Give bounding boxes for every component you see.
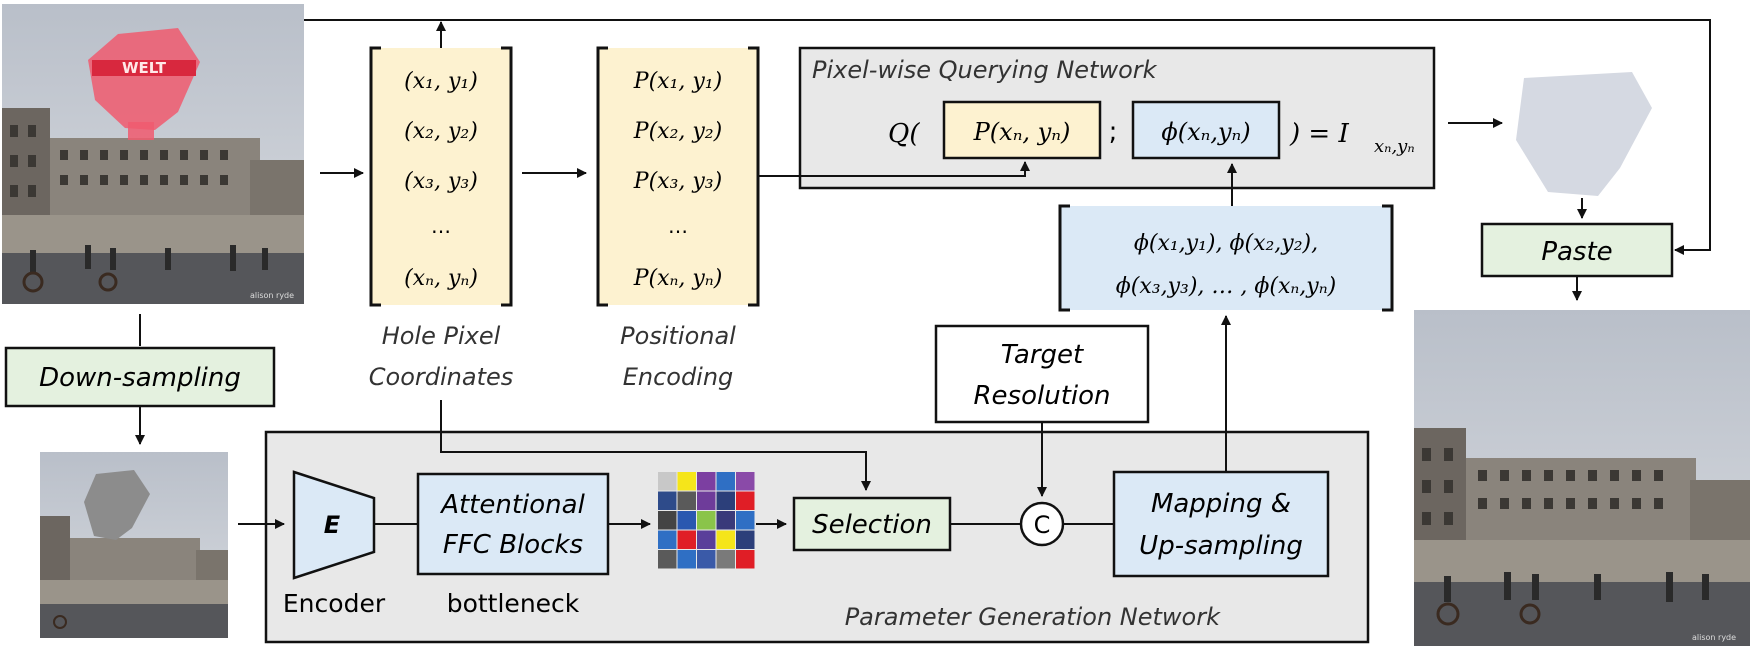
skip-connection-arrow [304, 19, 1711, 255]
downsampling-label: Down-sampling [39, 363, 241, 393]
mapping-label-2: Up-sampling [1139, 531, 1303, 561]
arrow-posenc-to-query [758, 161, 1030, 177]
feature-cell [716, 472, 735, 491]
feature-cell [716, 550, 735, 569]
feature-cell [736, 472, 755, 491]
feature-cell [736, 491, 755, 510]
feature-cell [716, 511, 735, 530]
query-open: Q( [888, 119, 920, 149]
feature-cell [697, 530, 716, 549]
hole-pixel-label-2: Coordinates [369, 363, 514, 391]
coord-1: (x₁, y₁) [404, 69, 478, 94]
posenc-3: P(x₃, y₃) [633, 169, 722, 194]
phi-bracket-left [1058, 204, 1070, 312]
target-resolution-box [934, 324, 1150, 424]
pqn-panel [798, 46, 1436, 190]
concat-label: C [1034, 511, 1051, 539]
feature-cell [697, 472, 716, 491]
feature-cell [677, 550, 696, 569]
feature-cell [658, 491, 677, 510]
feature-cell [658, 550, 677, 569]
input-image [2, 4, 304, 304]
coord-2: (x₂, y₂) [404, 119, 478, 144]
feature-cell [658, 530, 677, 549]
feature-cell [677, 530, 696, 549]
pgn-title: Parameter Generation Network [845, 603, 1221, 631]
coord-dots: … [431, 214, 451, 238]
feature-cell [736, 530, 755, 549]
feature-cell [677, 472, 696, 491]
mapping-upsampling-box [1112, 470, 1330, 578]
coords-bracket-right [501, 46, 513, 307]
posenc-2: P(x₂, y₂) [633, 119, 722, 144]
positional-label-1: Positional [620, 322, 736, 350]
feature-cell [697, 550, 716, 569]
query-phi-term: ϕ(xₙ,yₙ) [1161, 118, 1250, 146]
positional-label-2: Encoding [623, 363, 734, 391]
feature-cell [697, 491, 716, 510]
pqn-title: Pixel-wise Querying Network [812, 56, 1158, 84]
phi-list-line-2: ϕ(x₃,y₃), … , ϕ(xₙ,yₙ) [1116, 274, 1336, 299]
phi-list-line-1: ϕ(x₁,y₁), ϕ(x₂,y₂), [1134, 231, 1318, 256]
ffc-label-2: FFC Blocks [443, 530, 583, 560]
query-phi-box [1131, 100, 1281, 160]
coords-matrix-bg [371, 48, 511, 305]
output-watermark: alison ryde [1692, 633, 1736, 642]
bottleneck-label: bottleneck [447, 589, 580, 618]
feature-cell [658, 472, 677, 491]
output-patch [1516, 72, 1652, 196]
phi-bracket-right [1382, 204, 1394, 312]
posenc-1: P(x₁, y₁) [633, 69, 722, 94]
feature-cell [658, 511, 677, 530]
downsampling-box [4, 346, 276, 408]
arrow-coords-to-selection [440, 400, 871, 491]
query-p-term: P(xₙ, yₙ) [973, 118, 1071, 146]
posenc-n: P(xₙ, yₙ) [633, 266, 723, 291]
feature-cell [677, 491, 696, 510]
feature-cell [736, 511, 755, 530]
posenc-bracket-left [596, 46, 608, 307]
coord-n: (xₙ, yₙ) [404, 266, 478, 291]
encoder-letter: E [324, 511, 341, 539]
target-label-2: Resolution [973, 381, 1110, 411]
query-result-sub: xₙ,yₙ [1374, 136, 1415, 157]
feature-map-grid [658, 472, 755, 569]
ffc-blocks-box [416, 472, 610, 576]
output-image [1414, 310, 1750, 646]
posenc-dots: … [668, 214, 688, 238]
mapping-label-1: Mapping & [1151, 489, 1291, 519]
selection-label: Selection [812, 510, 932, 540]
downsampled-image [40, 452, 228, 638]
input-watermark: alison ryde [250, 291, 294, 300]
selection-box [792, 496, 952, 552]
feature-cell [716, 530, 735, 549]
ffc-label-1: Attentional [439, 490, 585, 520]
query-p-box [942, 100, 1102, 160]
feature-cell [677, 511, 696, 530]
feature-cell [716, 491, 735, 510]
feature-cell [697, 511, 716, 530]
encoder-label: Encoder [283, 589, 386, 618]
query-result: ) = I [1289, 119, 1349, 149]
balloon-text: WELT [122, 59, 167, 77]
target-label-1: Target [1001, 340, 1084, 370]
encoder-shape [292, 470, 376, 580]
paste-label: Paste [1541, 237, 1612, 267]
posenc-matrix-bg [598, 48, 758, 305]
query-semicolon: ; [1109, 117, 1118, 147]
feature-cell [736, 550, 755, 569]
coord-3: (x₃, y₃) [404, 169, 478, 194]
phi-list-bg [1060, 206, 1392, 310]
hole-pixel-label-1: Hole Pixel [382, 322, 501, 350]
coords-bracket-left [369, 46, 381, 307]
